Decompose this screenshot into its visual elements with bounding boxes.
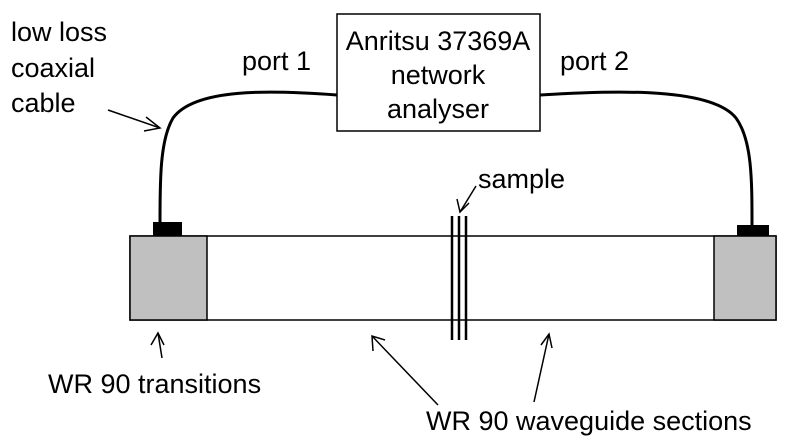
cable-label-line3: cable: [11, 88, 76, 118]
left-transition: [129, 235, 208, 321]
sample-label: sample: [478, 164, 565, 194]
waveguide-pointer-arrow-right: [533, 332, 553, 403]
waveguide-pointer-arrow-left: [371, 334, 439, 406]
right-connector: [737, 225, 769, 236]
cable-pointer-arrow: [107, 109, 162, 132]
coaxial-cable-port-2: [539, 90, 754, 226]
right-transition: [713, 235, 777, 321]
network-analyser-box: [336, 13, 541, 132]
analyser-label-line1: Anritsu 37369A: [346, 26, 531, 56]
coaxial-cable-port-1: [158, 90, 338, 223]
waveguide-sections-label: WR 90 waveguide sections: [426, 406, 752, 436]
port-1-label: port 1: [242, 46, 311, 76]
transitions-label: WR 90 transitions: [48, 369, 261, 399]
cable-label-line2: coaxial: [11, 53, 95, 83]
sample-pointer-arrow: [456, 185, 477, 214]
port-2-label: port 2: [560, 46, 629, 76]
analyser-label-line3: analyser: [387, 94, 489, 124]
cable-label-line1: low loss: [11, 17, 107, 47]
transitions-pointer-arrow: [150, 331, 165, 359]
analyser-label-line2: network: [391, 60, 486, 90]
sample-plate: [450, 216, 468, 340]
left-connector: [153, 222, 182, 236]
